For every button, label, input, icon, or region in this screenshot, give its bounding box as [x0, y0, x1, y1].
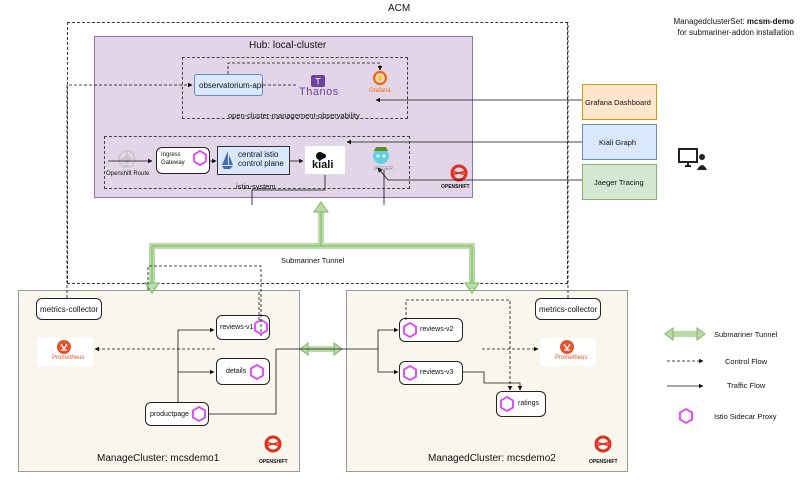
managedclusterset-caption: ManagedclusterSet: mcsm-demo for submari… [668, 16, 795, 38]
prometheus-icon [560, 340, 574, 359]
legend-control-flow: Control Flow [725, 357, 768, 366]
jaeger-tracing-box[interactable] [582, 164, 657, 200]
thanos-label: Thanos [299, 86, 339, 98]
hub-title: Hub: local-cluster [249, 40, 327, 51]
kiali-label: kiali [312, 159, 334, 171]
kiali-box [305, 146, 345, 174]
managedclusterset-prefix: ManagedclusterSet: [673, 17, 747, 26]
jaeger-tracing-label: Jaeger Tracing [594, 178, 644, 187]
istio-icon [221, 150, 233, 175]
observatorium-api [194, 74, 263, 96]
jaeger-icon [371, 144, 391, 171]
cluster2-prometheus-label: Prometheus [555, 355, 588, 361]
ingress-gateway-label: Ingress Gateway [161, 152, 185, 166]
managedclusterset-subtitle: for submariner-addon installation [677, 28, 794, 37]
istio-sidecar-icon [403, 364, 417, 386]
cluster1-details-label: details [226, 368, 247, 375]
legend-istio-sidecar: Istio Sidecar Proxy [714, 412, 777, 421]
kiali-graph-box[interactable] [582, 124, 657, 160]
observability-group-label: open-cluster-management-observability [228, 111, 360, 120]
cluster2-ratings [496, 391, 546, 417]
istio-system-label: istio-system [236, 182, 276, 191]
thanos-icon: T [311, 74, 325, 92]
cluster-tunnel-arrow [299, 342, 343, 356]
jaeger-label: JAEGER [373, 166, 394, 172]
cluster2-title: ManagedCluster: mcsdemo2 [428, 453, 556, 464]
user-workstation-icon [678, 146, 708, 177]
cluster2-reviews-v2-label: reviews-v2 [420, 326, 454, 333]
cluster1-reviews-v1-label: reviews-v1 [220, 324, 254, 331]
grafana-dashboard-label: Grafana Dashboard [585, 98, 651, 107]
cluster2-openshift-label: OPENSHIFT [589, 459, 618, 465]
cluster1-metrics-collector [36, 298, 102, 320]
grafana-dashboard-box[interactable] [582, 84, 657, 120]
cluster2-ratings-label: ratings [518, 400, 540, 407]
svg-text:T: T [315, 77, 321, 87]
istio-sidecar-icon [192, 405, 206, 427]
managedclusterset-name: mcsm-demo [746, 17, 794, 26]
prometheus-icon [57, 340, 71, 359]
cluster1-productpage-label: productpage [150, 411, 189, 418]
kiali-icon [316, 148, 326, 166]
istio-sidecar-icon [254, 318, 268, 340]
acm-title: ACM [388, 3, 411, 14]
cluster1-metrics-collector-label: metrics-collector [40, 305, 99, 314]
istio-sidecar-icon [403, 321, 417, 343]
cluster2-reviews-v3-label: reviews-v3 [420, 369, 454, 376]
submariner-tunnel-label: Submariner Tunnel [281, 256, 345, 265]
cluster1-prometheus-label: Prometheus [52, 355, 85, 361]
hub-openshift-label: OPENSHIFT [441, 184, 470, 190]
openshift-logo-icon [263, 434, 283, 459]
central-istio-label: central istio control plane [238, 150, 284, 168]
cluster2-metrics-collector-label: metrics-collector [539, 305, 598, 314]
legend-submariner-tunnel: Submariner Tunnel [714, 330, 778, 339]
kiali-graph-label: Kiali Graph [599, 138, 637, 147]
openshift-logo-icon [593, 434, 613, 459]
openshift-route-label: Openshift Route [106, 171, 150, 177]
openshift-route-icon [118, 150, 136, 173]
legend-traffic-flow: Traffic Flow [727, 381, 766, 390]
legend-graphics [664, 327, 706, 425]
cluster1-productpage [145, 402, 209, 426]
grafana-label: Grafana [369, 88, 391, 94]
observatorium-api-label: observatorium-api [199, 81, 264, 90]
cluster1-title: ManageCluster: mcsdemo1 [97, 453, 220, 464]
istio-sidecar-icon [500, 395, 514, 417]
cluster2-metrics-collector [535, 298, 601, 320]
istio-sidecar-icon [250, 363, 264, 385]
istio-sidecar-icon [193, 149, 207, 171]
cluster1-openshift-label: OPENSHIFT [259, 459, 288, 465]
